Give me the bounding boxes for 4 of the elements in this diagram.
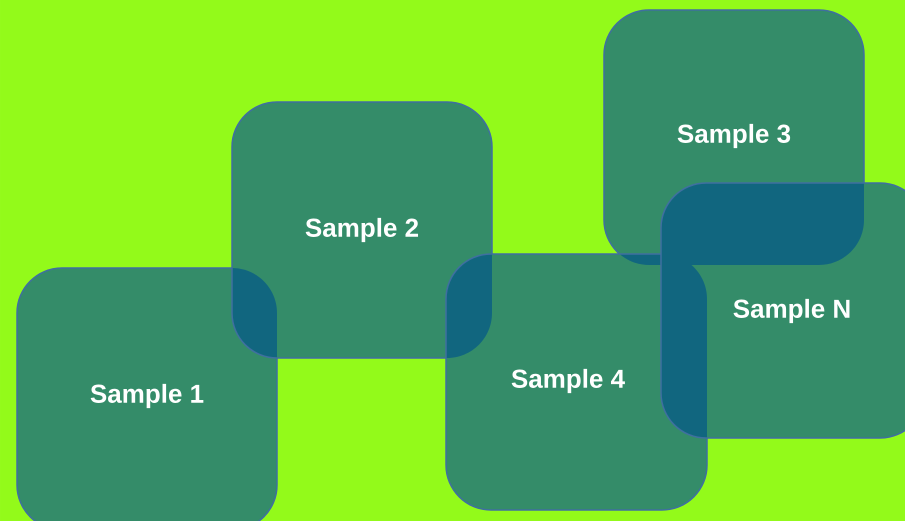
node-label: Sample 4 <box>512 368 625 394</box>
rounded-box: Sample 2 <box>231 101 493 359</box>
rounded-box: Sample 1 <box>16 267 278 521</box>
rounded-box: Sample N <box>660 182 905 439</box>
